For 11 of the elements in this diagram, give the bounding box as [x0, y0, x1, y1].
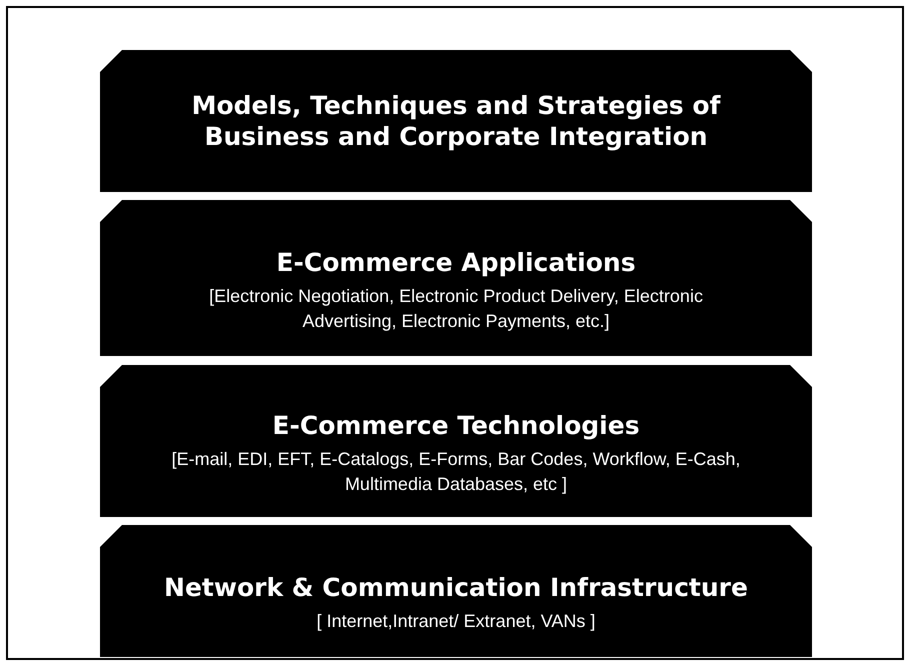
layer-title: E-Commerce Technologies — [272, 410, 640, 442]
layer-examples: [ Internet,Intranet/ Extranet, VANs ] — [316, 610, 596, 634]
layer-title: E-Commerce Applications — [276, 247, 636, 278]
layer-band — [100, 50, 812, 192]
layer-band — [100, 365, 812, 517]
layer-band — [100, 525, 812, 657]
layer-title: Models, Techniques and Strategies of Business and Corporate Integration — [190, 90, 722, 152]
layer-title: Network & Communication Infrastructure — [164, 572, 748, 604]
layer-examples: [E-mail, EDI, EFT, E-Catalogs, E-Forms, Bar Codes, Workflow, E-Cash, Multimedia Databases, etc ] — [170, 448, 742, 496]
layer-examples: [Electronic Negotiation, Electronic Product Delivery, Electronic Advertising, Electronic Payments, etc.] — [208, 285, 704, 333]
layer-band — [100, 200, 812, 356]
